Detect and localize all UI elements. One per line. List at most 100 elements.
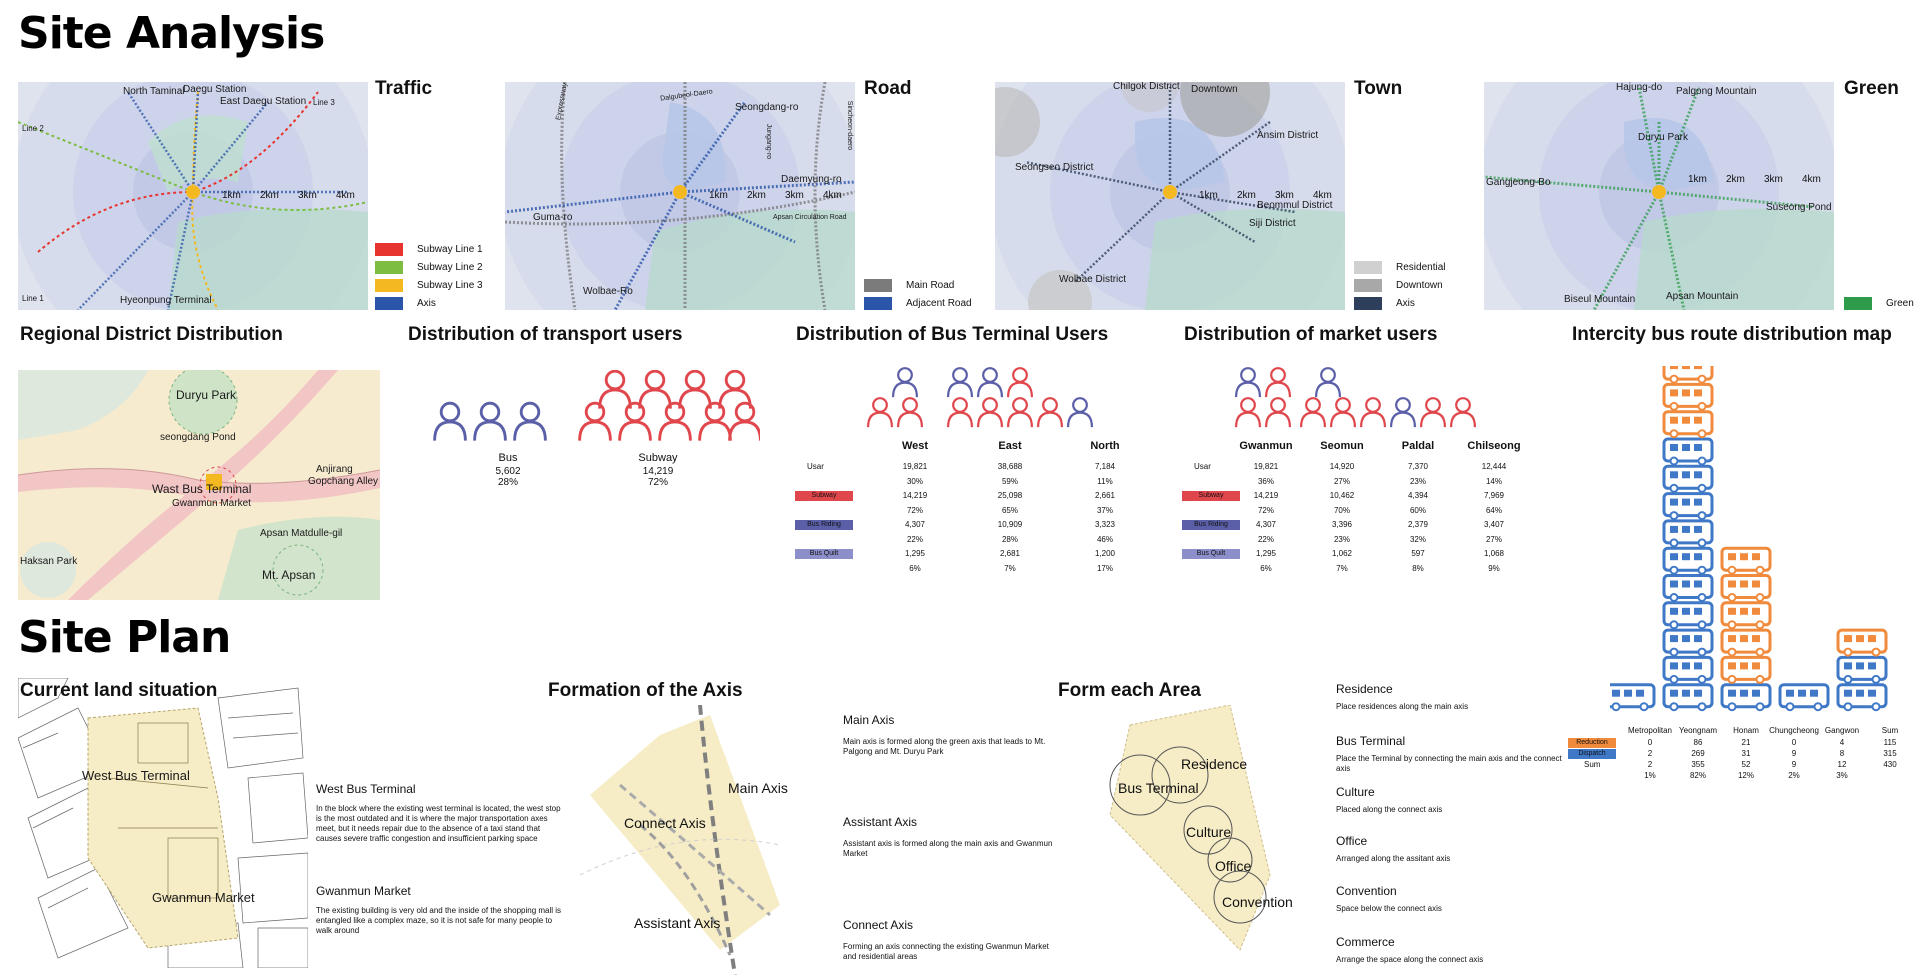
table-cell: 60%: [1409, 505, 1426, 515]
map-label: Line 2: [22, 124, 44, 133]
distance-label: 3km: [785, 190, 804, 201]
table-cell: 9%: [1488, 563, 1500, 573]
table-cell: 65%: [1001, 505, 1018, 515]
axis-text-head: Main Axis: [843, 713, 895, 727]
axis-label: Assistant Axis: [634, 915, 721, 931]
bus-pct: 28%: [497, 477, 518, 488]
bus-icon: [1662, 546, 1714, 575]
table-cell: 8: [1839, 749, 1845, 758]
area-circle-office: [1207, 837, 1253, 883]
area-text-head: Commerce: [1336, 935, 1395, 949]
distance-label: 4km: [1802, 174, 1821, 185]
person-icon: [1329, 397, 1357, 428]
area-circle-culture: [1183, 805, 1233, 855]
bus-icon: [1610, 683, 1656, 712]
table-cell: 64%: [1485, 505, 1502, 515]
table-cell: 7%: [1004, 563, 1016, 573]
axis-text-head: Connect Axis: [843, 918, 914, 932]
bus-icon: [1662, 574, 1714, 602]
axis-text-head: Assistant Axis: [843, 815, 918, 829]
table-column-header: Sum: [1881, 726, 1899, 735]
table-cell: 52: [1741, 760, 1751, 769]
area-label: Office: [1215, 858, 1252, 874]
bus-icon: [1662, 492, 1714, 521]
legend-item: Subway Line 1: [375, 243, 483, 256]
person-icon: [1389, 397, 1417, 428]
person-icon: [1234, 397, 1262, 428]
area-text-body: Arrange the space along the connect axis: [1336, 955, 1484, 964]
map-label: Apsan Matdulle-gil: [260, 528, 343, 539]
table-cell: 3,396: [1331, 520, 1353, 529]
table-cell: 27%: [1485, 534, 1502, 544]
area-text-body: Arranged along the assitant axis: [1336, 854, 1451, 863]
bus-icon: [1662, 628, 1714, 657]
axis-label: Connect Axis: [624, 815, 706, 831]
person-icon: [598, 370, 632, 409]
legend-swatch: [864, 279, 892, 292]
map-label: Palgong Mountain: [1676, 86, 1757, 97]
transport-icons: [433, 370, 760, 441]
table-cell: 37%: [1096, 505, 1113, 515]
table-cell: 1,295: [1255, 549, 1277, 558]
person-icon: [1066, 397, 1094, 428]
table-column-header: Seomun: [1320, 440, 1364, 452]
map-label: Daegu Station: [183, 84, 247, 95]
map-label: Duryu Park: [1638, 132, 1689, 143]
table-column-header: Chungcheong: [1769, 726, 1819, 735]
area-title: Form each Area: [1058, 680, 1201, 701]
table-cell: 7%: [1336, 563, 1348, 573]
axis-text-body: Forming an axis connecting the existing …: [843, 942, 1049, 961]
table-cell: 2,379: [1407, 520, 1429, 529]
table-cell: 36%: [1257, 476, 1274, 486]
table-cell: 22%: [1257, 534, 1274, 544]
subway-pct: 72%: [647, 477, 668, 488]
distance-label: 2km: [1726, 174, 1745, 185]
regional-title: Regional District Distribution: [20, 324, 283, 345]
bus-icon: [1662, 382, 1714, 411]
road-map-image: Seongdang-ro Daemyung-ro Guma-ro Wolbae-…: [505, 82, 855, 310]
area-text-body: Placed along the connect axis: [1336, 805, 1443, 814]
axis-title: Formation of the Axis: [548, 680, 743, 701]
person-icon: [513, 401, 547, 441]
area-diagram: [1109, 705, 1271, 951]
person-icon: [946, 367, 974, 398]
person-icon: [1234, 367, 1262, 398]
table-cell: 2: [1647, 760, 1653, 769]
legend-swatch: [864, 297, 892, 310]
legend-swatch: [375, 261, 403, 274]
table-cell: 82%: [1689, 771, 1706, 780]
bus-icon: [1720, 574, 1772, 602]
map-label: Guma-ro: [533, 212, 573, 223]
terminal-icons: [866, 367, 1094, 428]
table-cell: 10,462: [1329, 491, 1355, 500]
table-cell: 14,920: [1329, 462, 1355, 471]
map-label: Anjirang: [316, 464, 353, 475]
table-column-header: North: [1090, 440, 1120, 452]
table-cell: 0: [1647, 738, 1653, 747]
table-cell: 19,821: [902, 462, 928, 471]
legend-item: Green: [1844, 297, 1914, 310]
bus-icon: [1778, 683, 1830, 712]
traffic-map-image: North Taminal Daegu Station East Daegu S…: [18, 82, 368, 310]
table-row-label: Sum: [1584, 760, 1601, 769]
table-cell: 25,098: [997, 491, 1023, 500]
area-circle-residence: [1151, 746, 1209, 804]
table-cell: 14,219: [902, 491, 928, 500]
person-icon: [433, 401, 467, 441]
map-label: Gwanmun Market: [172, 498, 251, 509]
area-text-body: Place the Terminal by connecting the mai…: [1336, 754, 1562, 773]
map-label: Line 3: [313, 98, 335, 107]
green-map-image: Hajung-do Palgong Mountain Duryu Park Ga…: [1484, 82, 1834, 310]
person-icon: [728, 401, 760, 441]
table-column-header: Chilseong: [1467, 440, 1521, 452]
table-cell: 38,688: [997, 462, 1023, 471]
person-icon: [946, 397, 974, 428]
legend-swatch: [1354, 297, 1382, 310]
axis-text-body: Assistant axis is formed along the main …: [843, 839, 1053, 858]
table-cell: 7,969: [1483, 491, 1505, 500]
table-cell: 315: [1883, 749, 1897, 758]
table-cell: 355: [1691, 760, 1705, 769]
person-icon: [718, 370, 752, 409]
